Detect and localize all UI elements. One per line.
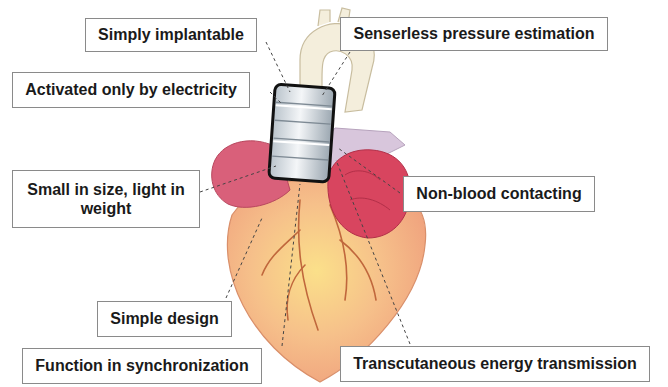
feature-box: Senserless pressure estimation: [340, 17, 608, 51]
right-atrium: [328, 150, 410, 238]
feature-text: Function in synchronization: [35, 356, 248, 375]
feature-text: Non-blood contacting: [416, 184, 581, 203]
feature-box: Function in synchronization: [22, 348, 262, 384]
feature-text: Small in size, light in weight: [23, 180, 189, 218]
feature-box: Simple design: [97, 301, 232, 337]
feature-box: Non-blood contacting: [403, 176, 595, 212]
feature-text: Senserless pressure estimation: [353, 24, 594, 43]
feature-text: Simply implantable: [98, 25, 244, 44]
feature-box: Transcutaneous energy transmission: [340, 346, 650, 382]
feature-box: Simply implantable: [85, 18, 257, 52]
device-cuff: [269, 84, 335, 182]
feature-box: Small in size, light in weight: [12, 170, 200, 228]
feature-text: Simple design: [110, 309, 218, 328]
feature-text: Transcutaneous energy transmission: [353, 354, 637, 373]
feature-box: Activated only by electricity: [12, 72, 250, 108]
feature-text: Activated only by electricity: [25, 80, 237, 99]
